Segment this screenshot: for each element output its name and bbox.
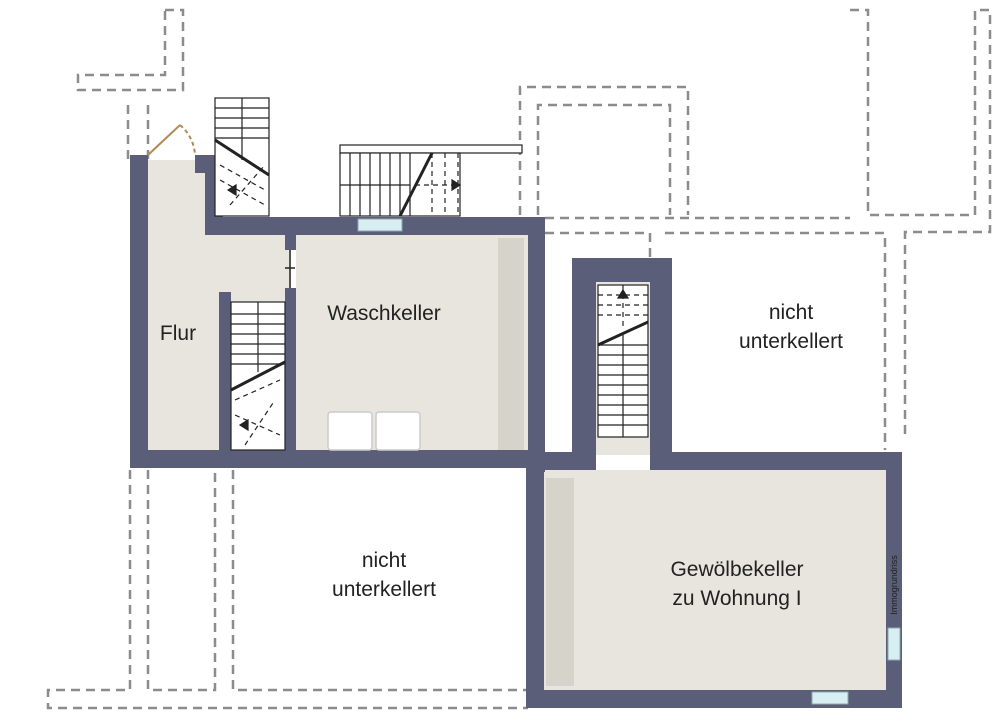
door-icon bbox=[147, 124, 196, 156]
watermark-text: Immogrundriss bbox=[889, 555, 899, 615]
room-label-flur: Flur bbox=[160, 322, 196, 345]
room-label-nicht-unterkellert-bottom-line1: nicht bbox=[362, 549, 407, 572]
room-label-gewoelbekeller-line1: Gewölbekeller bbox=[670, 558, 803, 581]
door-mark-icon bbox=[285, 250, 295, 288]
stairs-top-center-icon bbox=[339, 144, 523, 217]
windows bbox=[357, 218, 901, 705]
walls bbox=[130, 155, 902, 708]
room-label-nicht-unterkellert-right-line1: nicht bbox=[769, 301, 814, 324]
stairs-middle-icon bbox=[597, 284, 649, 438]
stairs-flur-icon bbox=[230, 301, 286, 451]
room-label-nicht-unterkellert-bottom-line2: unterkellert bbox=[332, 578, 436, 601]
dashed-outlines bbox=[46, 8, 992, 710]
stairs-top-left-icon bbox=[214, 97, 270, 217]
room-label-gewoelbekeller-line2: zu Wohnung I bbox=[672, 587, 801, 610]
room-label-waschkeller: Waschkeller bbox=[327, 302, 441, 325]
washing-machine-icon bbox=[327, 411, 421, 451]
room-label-nicht-unterkellert-right-line2: unterkellert bbox=[739, 330, 843, 353]
shading bbox=[498, 238, 574, 686]
